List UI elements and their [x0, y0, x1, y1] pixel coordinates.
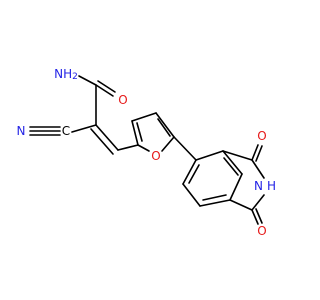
bond-amide-c-o-b	[97, 80, 116, 93]
bond-amide-c-o-a	[95, 84, 114, 97]
bond-imide-bottom-n	[251, 194, 265, 211]
bond-benz-4-inner	[202, 194, 227, 201]
bond-furan-1	[131, 120, 139, 146]
bond-furan-3-inner	[157, 118, 171, 137]
bond-benz-5	[182, 183, 201, 207]
amide-nitrogen-label: NH2	[54, 67, 78, 82]
bond-benz-2-inner	[223, 157, 239, 176]
bond-furan-1-inner	[136, 122, 143, 142]
bond-alkene-a	[95, 124, 119, 151]
bond-imide-bottom-co-a	[251, 209, 259, 225]
bond-furan-3	[155, 112, 175, 138]
bond-furan-4	[161, 136, 175, 152]
bond-imide-top-c	[222, 150, 253, 161]
bond-benz-3	[229, 173, 243, 201]
bond-benz-2	[222, 150, 243, 175]
bond-benz-1	[195, 150, 224, 161]
bond-furan-5	[137, 144, 150, 152]
bond-amide-c-n	[78, 75, 97, 86]
bond-furan-benzene	[173, 136, 197, 161]
bond-imide-top-co-a	[251, 144, 259, 161]
bond-vinyl-furan	[117, 144, 139, 151]
nitrile-nitrogen-label: N	[17, 124, 26, 138]
bond-imide-bottom-co-b	[255, 208, 263, 224]
bond-furan-2	[131, 112, 157, 122]
bond-imide-top-n	[251, 159, 265, 179]
bond-benz-6-inner	[188, 164, 200, 184]
nitrile-carbon-label: C	[62, 124, 70, 138]
furan-oxygen-label: O	[151, 149, 160, 163]
bond-imide-bottom-c	[229, 199, 253, 211]
bond-alpha-nitrile-c	[71, 124, 97, 133]
imide-bottom-oxygen-label: O	[257, 224, 266, 238]
imide-top-oxygen-label: O	[257, 129, 266, 143]
amide-oxygen-label: O	[118, 93, 127, 107]
bond-alkene-b	[90, 128, 114, 155]
bond-benz-4	[199, 199, 231, 207]
bond-benz-6	[182, 159, 197, 185]
bond-imide-top-co-b	[255, 145, 263, 162]
